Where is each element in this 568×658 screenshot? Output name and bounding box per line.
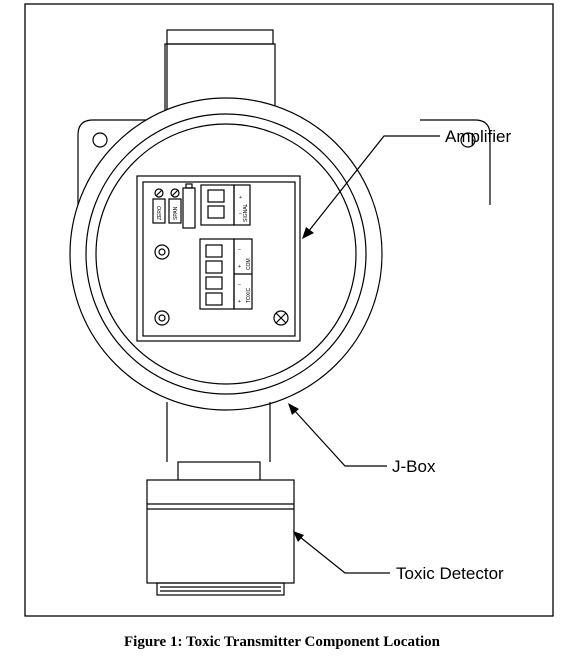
amplifier-board: ZERO SPAN + – SIGNAL bbox=[136, 175, 301, 342]
zero-pot: ZERO bbox=[152, 188, 166, 224]
signal-plus: + bbox=[239, 195, 242, 201]
toxic-label: TOXIC bbox=[246, 287, 252, 303]
ear-hole-right bbox=[460, 132, 476, 148]
detector-label: Toxic Detector bbox=[396, 564, 504, 583]
jbox-leader bbox=[293, 409, 387, 467]
detector-leader bbox=[299, 536, 390, 574]
jbox-inner-ring bbox=[95, 123, 357, 385]
toxic-plus: + bbox=[238, 299, 241, 305]
figure-frame bbox=[24, 3, 554, 617]
figure-caption: Figure 1: Toxic Transmitter Component Lo… bbox=[124, 634, 441, 650]
com-plus: + bbox=[238, 264, 241, 270]
signal-minus: – bbox=[239, 211, 242, 217]
ear-hole-left bbox=[92, 132, 108, 148]
amplifier-label: Amplifier bbox=[445, 127, 511, 146]
span-label: SPAN bbox=[173, 206, 179, 220]
board-screw-lower bbox=[154, 310, 170, 326]
leader-lines bbox=[288, 135, 440, 574]
jbox-middle-ring bbox=[85, 113, 367, 395]
signal-label: SIGNAL bbox=[243, 203, 249, 222]
jbox-label: J-Box bbox=[392, 457, 436, 476]
zero-label: ZERO bbox=[157, 206, 163, 220]
com-minus: – bbox=[238, 247, 241, 253]
toxic-terminal: – + – + COM TOXIC bbox=[199, 238, 253, 310]
amplifier-leader bbox=[307, 135, 440, 233]
toxic-minus: – bbox=[238, 282, 241, 288]
housing-neck bbox=[166, 402, 271, 481]
mounting-ears bbox=[77, 119, 491, 205]
board-screw-upper bbox=[154, 244, 170, 260]
ground-screw bbox=[273, 310, 289, 326]
signal-terminal: + – SIGNAL bbox=[200, 184, 251, 226]
span-pot: SPAN bbox=[168, 188, 182, 224]
com-label: COM bbox=[246, 258, 252, 270]
toxic-detector bbox=[146, 479, 295, 596]
